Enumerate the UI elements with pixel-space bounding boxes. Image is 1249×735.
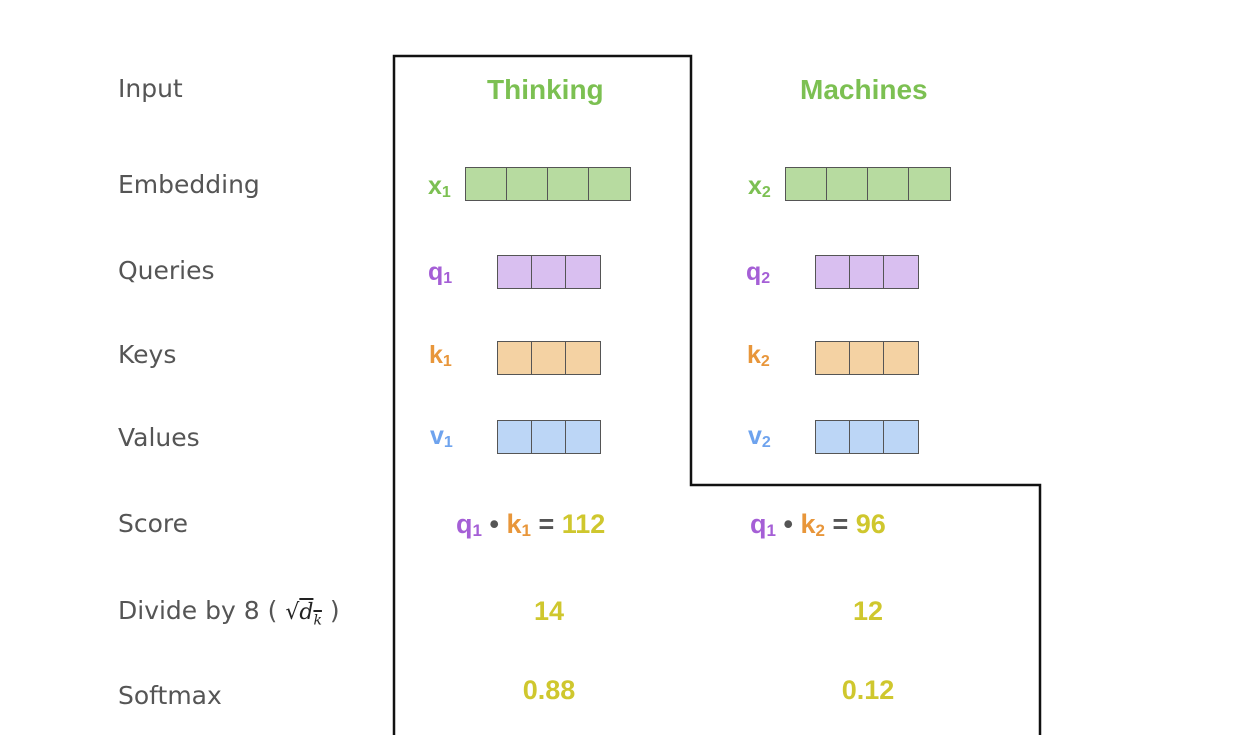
- v1-value-vector: [497, 420, 601, 454]
- row-label-input: Input: [118, 74, 183, 103]
- row-label-keys: Keys: [118, 340, 177, 369]
- softmax-value-2: 0.12: [841, 675, 895, 705]
- x1-embedding-vector: [465, 167, 631, 201]
- k2-label: k2: [747, 341, 770, 370]
- q2-query-vector: [815, 255, 919, 289]
- v2-label: v2: [748, 422, 771, 451]
- row-label-divide: Divide by 8 ( √dk ): [118, 596, 340, 628]
- x2-label: x2: [748, 172, 771, 201]
- sqrt-dk-formula: √dk: [285, 600, 322, 629]
- row-label-embedding: Embedding: [118, 170, 260, 199]
- v1-label: v1: [430, 422, 453, 451]
- softmax-value-1: 0.88: [522, 675, 576, 705]
- row-label-values: Values: [118, 423, 200, 452]
- k1-label: k1: [429, 341, 452, 370]
- q1-query-vector: [497, 255, 601, 289]
- row-label-softmax: Softmax: [118, 681, 222, 710]
- q2-label: q2: [746, 258, 771, 287]
- divided-value-1: 14: [533, 596, 565, 626]
- x2-embedding-vector: [785, 167, 951, 201]
- score-value-1: 112: [561, 509, 606, 539]
- k1-key-vector: [497, 341, 601, 375]
- v2-value-vector: [815, 420, 919, 454]
- k2-key-vector: [815, 341, 919, 375]
- score-formula-1: q1 • k1 = 112: [456, 509, 606, 540]
- divide-suffix: ): [329, 596, 340, 625]
- divided-value-2: 12: [852, 596, 884, 626]
- row-label-score: Score: [118, 509, 189, 538]
- divide-prefix: Divide by 8 (: [118, 596, 278, 625]
- word-thinking: Thinking: [487, 74, 604, 105]
- score-value-2: 96: [855, 509, 886, 539]
- word-machines: Machines: [800, 74, 928, 105]
- x1-label: x1: [428, 172, 451, 201]
- score-formula-2: q1 • k2 = 96: [750, 509, 886, 540]
- q1-label: q1: [428, 258, 453, 287]
- row-label-queries: Queries: [118, 256, 215, 285]
